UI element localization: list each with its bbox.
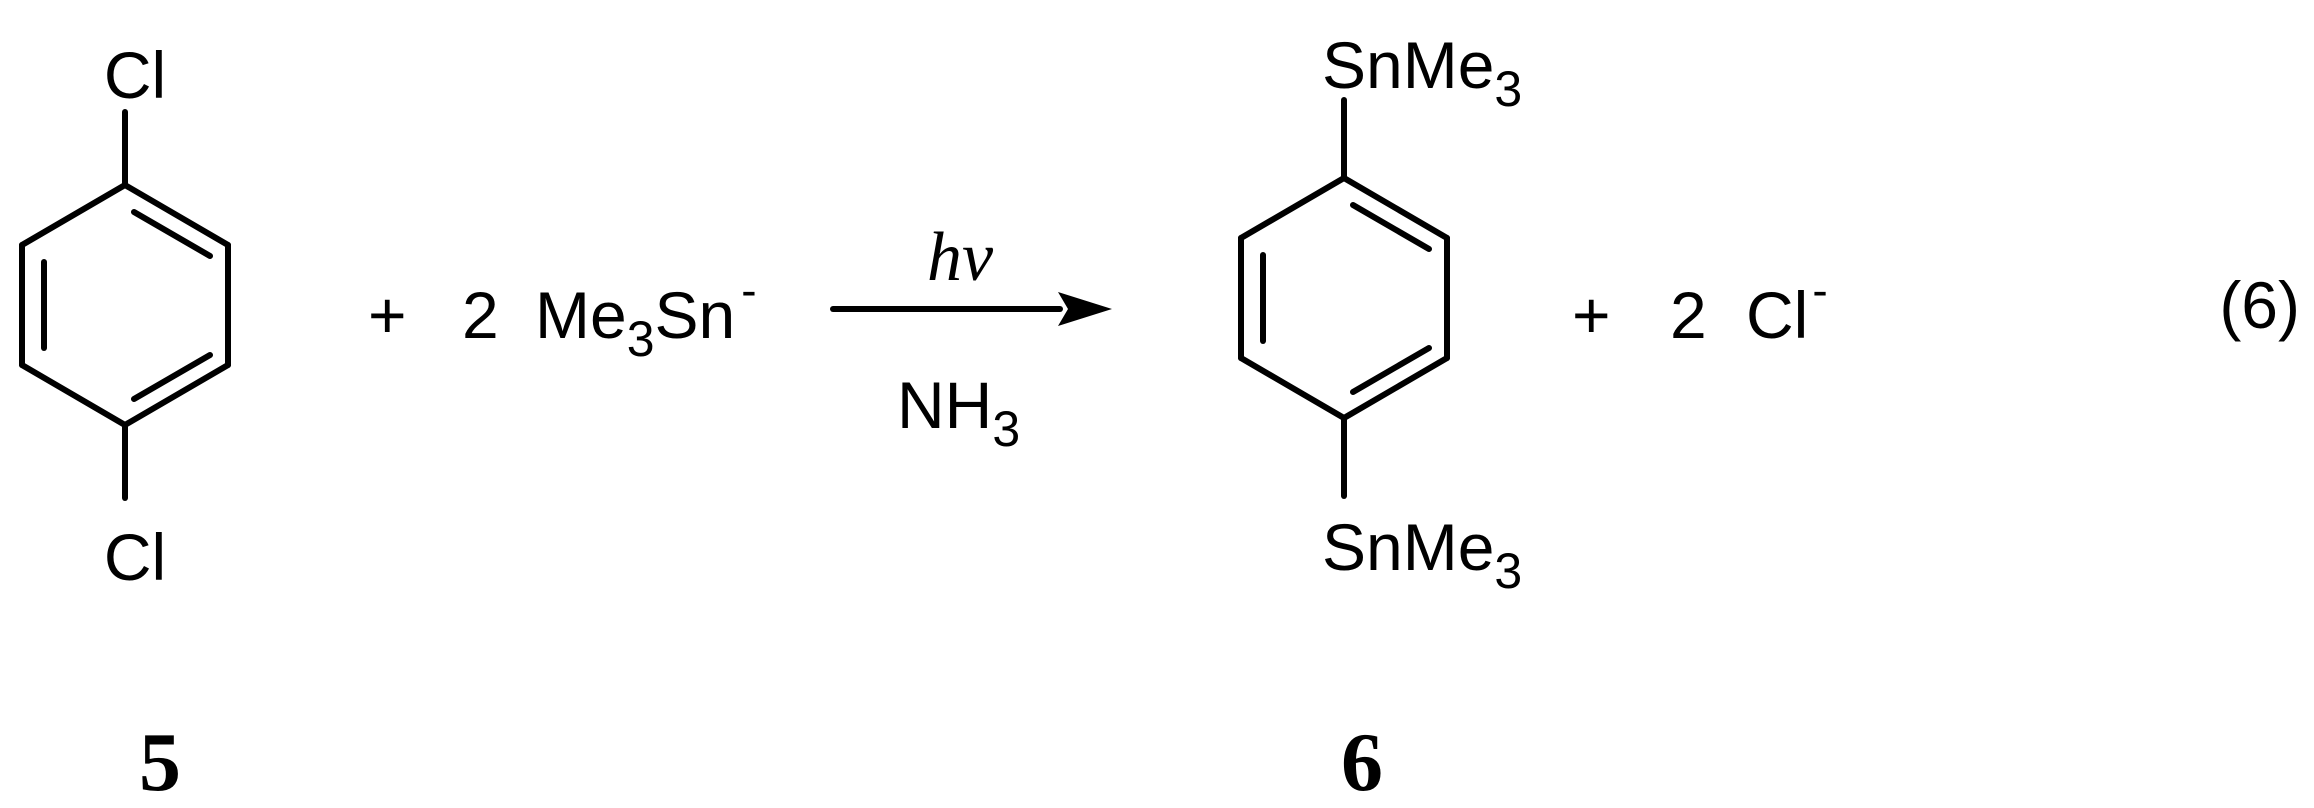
reactant-bottom-substituent: Cl: [104, 520, 166, 594]
product-bottom-substituent: SnMe3: [1322, 510, 1522, 599]
product-bottom-substituent-subscript: 3: [1494, 543, 1522, 599]
condition-below-subscript: 3: [992, 401, 1020, 457]
reactant-top-substituent: Cl: [104, 38, 166, 112]
reagent-formula-subscript: 3: [627, 311, 655, 367]
reactant-ring-bonds: [19, 109, 231, 501]
condition-below-arrow: NH3: [897, 368, 1020, 457]
product-ring-bonds: [1238, 97, 1450, 499]
product-top-substituent-subscript: 3: [1494, 61, 1522, 117]
product-compound-number: 6: [1341, 716, 1383, 808]
reagent-formula: Me3Sn-: [535, 264, 757, 367]
reagent-formula-main: Me: [535, 278, 627, 352]
product-top-substituent: SnMe3: [1322, 28, 1522, 117]
byproduct-formula: Cl-: [1746, 264, 1828, 352]
reagent-charge: -: [741, 264, 756, 316]
byproduct-charge: -: [1812, 264, 1827, 316]
condition-above-arrow: hν: [927, 219, 994, 296]
equation-number: (6): [2219, 268, 2300, 342]
product-top-substituent-main: SnMe: [1322, 28, 1494, 102]
byproduct-chloride: + 2 Cl-: [1572, 264, 1828, 352]
reagent-coefficient: 2: [462, 278, 499, 352]
reagent-trimethylstannide: + 2 Me3Sn-: [368, 264, 757, 367]
product-bottom-substituent-main: SnMe: [1322, 510, 1494, 584]
product-bis-stannylbenzene: SnMe3 SnMe3 6: [1238, 28, 1522, 808]
reactant-dichlorobenzene: Cl Cl 5: [19, 38, 231, 808]
reagent-plus-sign: +: [368, 278, 407, 352]
byproduct-coefficient: 2: [1670, 278, 1707, 352]
byproduct-formula-main: Cl: [1746, 278, 1808, 352]
reaction-arrow-head: [1058, 292, 1112, 326]
reagent-formula-tail: Sn: [655, 278, 736, 352]
condition-below-main: NH: [897, 368, 992, 442]
reaction-arrow-group: hν NH3: [830, 219, 1112, 457]
byproduct-plus-sign: +: [1572, 278, 1611, 352]
reactant-compound-number: 5: [139, 716, 181, 808]
